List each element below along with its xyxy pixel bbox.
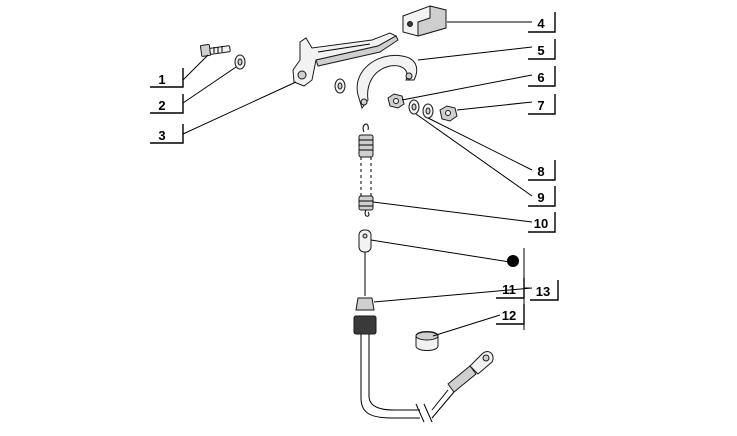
- callout-7: 7: [537, 98, 544, 113]
- sector-plate-part: [356, 54, 418, 110]
- filled-dot-icon: [507, 255, 519, 267]
- callout-8: 8: [537, 164, 544, 179]
- callout-6: 6: [537, 70, 544, 85]
- grommet-part: [415, 331, 439, 351]
- lever-arm-part: [292, 32, 399, 87]
- leader-lines: [182, 21, 533, 337]
- callout-1: 1: [158, 72, 165, 87]
- nut-part: [387, 93, 405, 109]
- callout-13: 13: [536, 284, 550, 299]
- callout-12: 12: [502, 308, 516, 323]
- cable-assembly-part: [353, 229, 494, 423]
- callout-2: 2: [158, 98, 165, 113]
- washer-part: [234, 54, 246, 70]
- flat-washer-part: [422, 103, 434, 119]
- callout-10: 10: [534, 216, 548, 231]
- spacer-washer-part: [334, 78, 346, 94]
- callout-3: 3: [158, 128, 165, 143]
- hex-nut-part: [439, 105, 458, 122]
- block-part: [402, 5, 447, 37]
- callout-5: 5: [537, 43, 544, 58]
- spring-part: [358, 123, 374, 217]
- bolt-part: [199, 43, 231, 57]
- callout-11: 11: [502, 282, 516, 297]
- callout-9: 9: [537, 190, 544, 205]
- lock-washer-part: [408, 99, 420, 115]
- callout-4: 4: [537, 16, 545, 31]
- callout-frames: [150, 12, 559, 330]
